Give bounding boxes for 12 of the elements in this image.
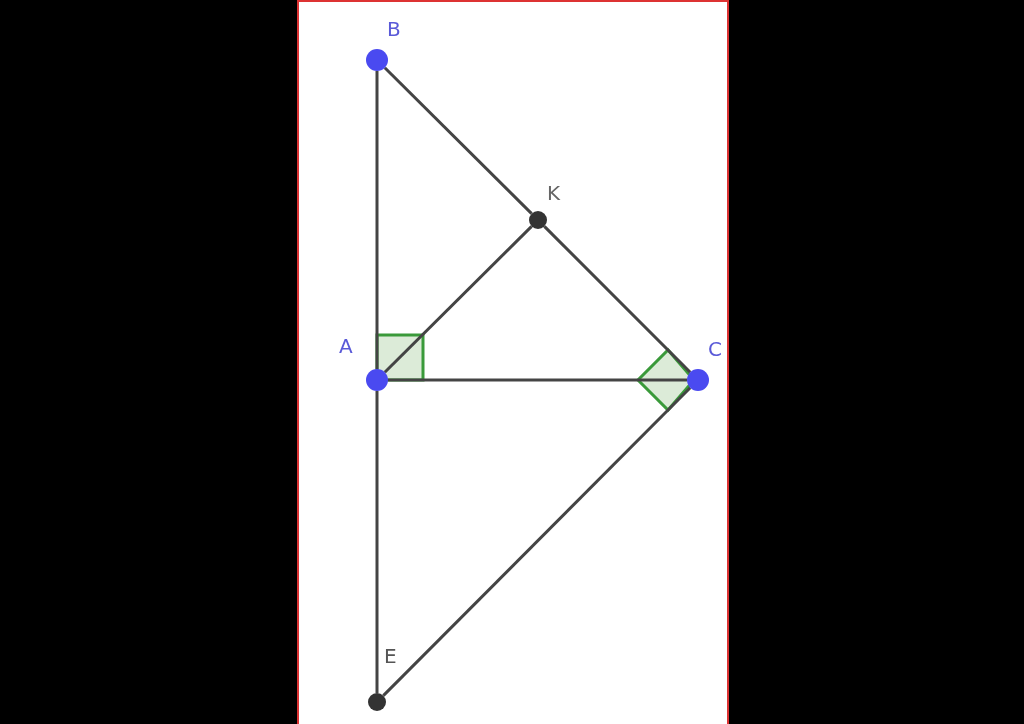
point-label: B (387, 18, 401, 40)
line-segment (375, 71, 379, 369)
line-segment (383, 66, 533, 215)
line-segment (375, 391, 379, 693)
point-label: E (384, 645, 397, 667)
point-label: C (708, 338, 722, 360)
line-segment (543, 225, 692, 374)
line-segment (382, 386, 692, 697)
point-label: K (547, 182, 561, 204)
point-label: A (339, 335, 353, 357)
line-segment (388, 378, 687, 382)
line-segment (383, 225, 533, 374)
